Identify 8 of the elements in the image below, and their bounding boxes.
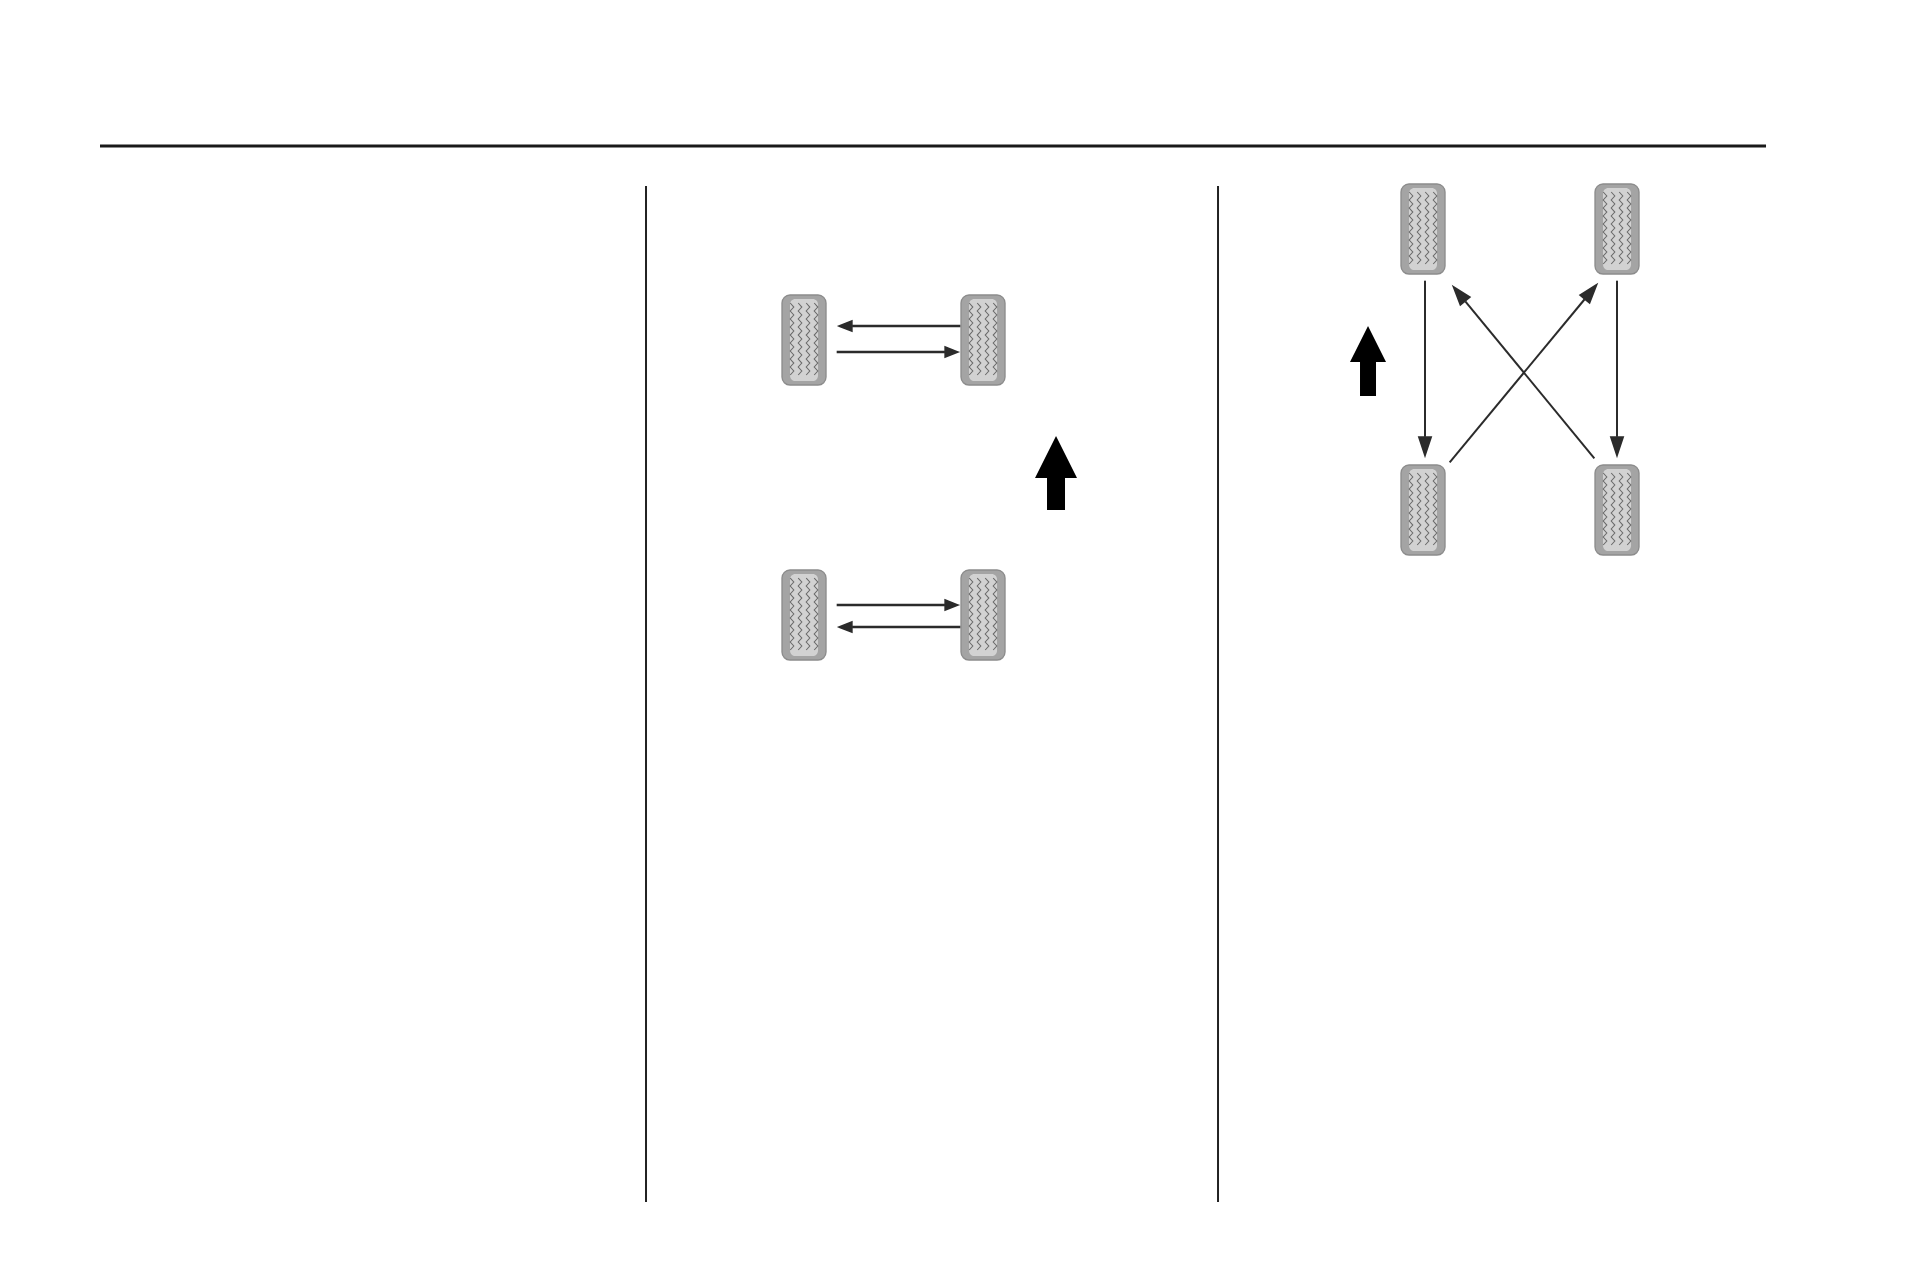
tire xyxy=(1594,464,1640,556)
tire xyxy=(1594,183,1640,275)
tire xyxy=(1400,464,1446,556)
tire xyxy=(1400,183,1446,275)
tire xyxy=(960,569,1006,661)
tire xyxy=(781,294,827,386)
tire xyxy=(781,569,827,661)
tire xyxy=(960,294,1006,386)
